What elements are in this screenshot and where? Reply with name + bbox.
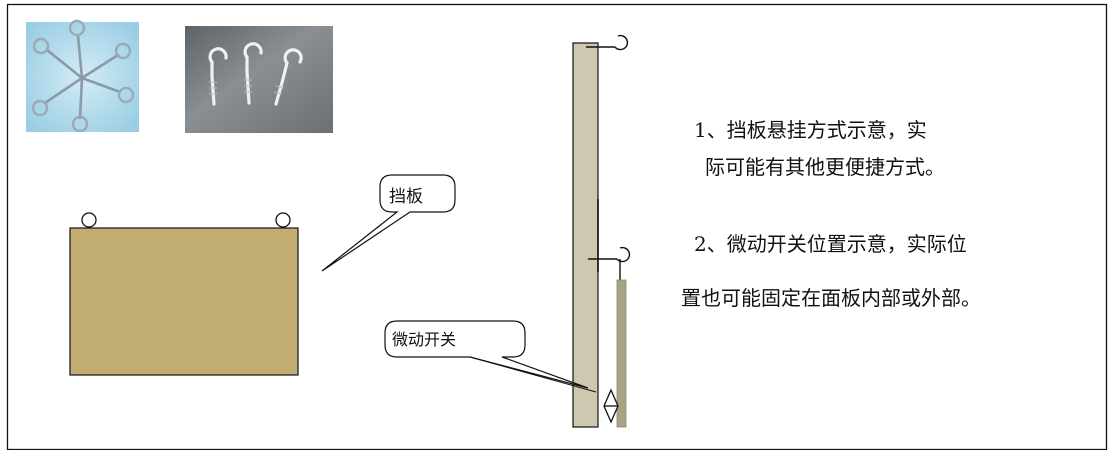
baffle-panel bbox=[69, 227, 299, 376]
side-panel bbox=[572, 42, 599, 428]
side-view bbox=[572, 34, 631, 428]
middle-hook-icon bbox=[588, 246, 631, 281]
notes: 1、挡板悬挂方式示意，实 际可能有其他更便捷方式。 2、微动开关位置示意，实际位… bbox=[681, 118, 981, 310]
outer-frame bbox=[6, 3, 1108, 450]
baffle-board bbox=[69, 212, 299, 376]
note-2-line-1: 2、微动开关位置示意，实际位 bbox=[694, 232, 967, 256]
left-eye-ring bbox=[81, 212, 97, 228]
note-2-line-2: 置也可能固定在面板内部或外部。 bbox=[681, 286, 981, 310]
baffle-label: 挡板 bbox=[389, 187, 423, 207]
eye-screws-photo bbox=[26, 19, 139, 133]
baffle-callout: 挡板 bbox=[321, 174, 456, 272]
microswitch-icon bbox=[603, 388, 619, 424]
note-1-line-1: 1、挡板悬挂方式示意，实 bbox=[694, 118, 927, 142]
top-hook-icon bbox=[586, 34, 629, 51]
microswitch-callout: 微动开关 bbox=[384, 320, 597, 393]
hanging-rod bbox=[616, 279, 627, 428]
note-1-line-2: 际可能有其他更便捷方式。 bbox=[705, 155, 945, 179]
right-eye-ring bbox=[275, 212, 291, 228]
hook-screws-photo bbox=[185, 26, 333, 133]
microswitch-label: 微动开关 bbox=[392, 330, 456, 349]
